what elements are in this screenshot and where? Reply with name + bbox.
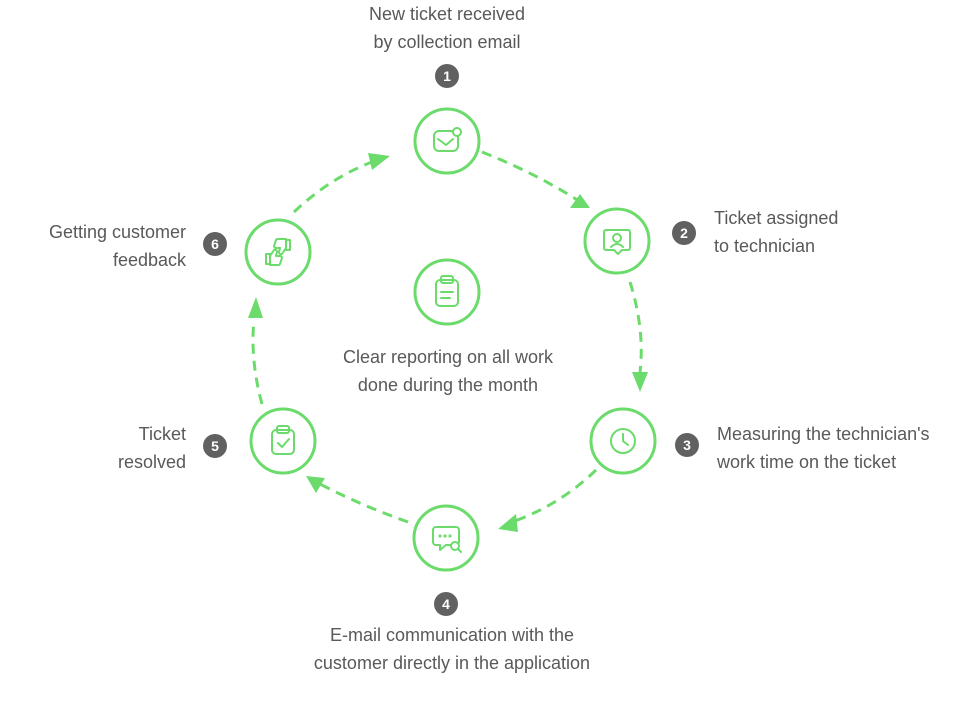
arrow-4-to-5 (306, 476, 325, 493)
step-2-label-line-2: to technician (714, 236, 816, 256)
thumbs-up-down-icon (265, 237, 291, 267)
step-5-label: Ticket resolved (40, 420, 186, 476)
arrow-1-to-2 (570, 194, 590, 208)
step-3-node (589, 407, 657, 475)
step-6-label: Getting customer feedback (6, 218, 186, 274)
step-5-badge: 5 (203, 434, 227, 458)
step-6-number: 6 (211, 236, 219, 252)
arc-3-to-4 (511, 468, 598, 524)
step-5-label-line-1: Ticket (138, 424, 186, 444)
step-4-label: E-mail communication with the customer d… (272, 621, 632, 677)
arc-1-to-2 (481, 150, 586, 207)
arrow-2-to-3 (632, 372, 648, 392)
step-3-label-line-2: work time on the ticket (717, 452, 897, 472)
step-5-node (249, 407, 317, 475)
step-1-node (413, 107, 481, 175)
clipboard-icon (435, 275, 459, 307)
step-1-label: New ticket received by collection email (297, 0, 597, 56)
clock-icon (610, 428, 636, 454)
center-node (413, 258, 481, 326)
arc-4-to-5 (319, 482, 409, 524)
step-2-label-line-1: Ticket assigned (714, 208, 839, 228)
center-caption: Clear reporting on all work done during … (318, 343, 578, 399)
step-6-node (244, 218, 312, 286)
step-4-label-line-1: E-mail communication with the (329, 625, 575, 645)
arc-2-to-3 (628, 281, 643, 373)
center-caption-line-1: Clear reporting on all work (342, 347, 554, 367)
connector-arcs (248, 150, 648, 532)
step-2-number: 2 (680, 225, 688, 241)
arc-5-to-6 (251, 319, 264, 405)
step-1-number: 1 (443, 68, 451, 84)
step-5-label-line-2: resolved (117, 452, 186, 472)
step-3-label: Measuring the technician's work time on … (717, 420, 930, 476)
step-3-label-line-1: Measuring the technician's (717, 424, 930, 444)
user-badge-icon (603, 229, 631, 255)
step-6-badge: 6 (203, 232, 227, 256)
step-2-label: Ticket assigned to technician (714, 204, 838, 260)
center-caption-line-2: done during the month (357, 375, 539, 395)
step-6-label-line-1: Getting customer (48, 222, 186, 242)
arc-6-to-1 (292, 160, 373, 214)
step-1-label-line-2: by collection email (373, 32, 521, 52)
step-4-number: 4 (442, 596, 450, 612)
clipboard-check-icon (271, 425, 295, 455)
arrow-6-to-1 (368, 153, 390, 170)
step-5-number: 5 (211, 438, 219, 454)
step-2-node (583, 207, 651, 275)
step-6-label-line-2: feedback (112, 250, 186, 270)
step-1-badge: 1 (435, 64, 459, 88)
step-3-number: 3 (683, 437, 691, 453)
chat-search-icon (432, 526, 462, 553)
step-4-badge: 4 (434, 592, 458, 616)
step-2-badge: 2 (672, 221, 696, 245)
arrow-3-to-4 (498, 514, 518, 532)
arrow-5-to-6 (248, 297, 263, 318)
step-4-node (412, 504, 480, 572)
mail-notification-icon (433, 127, 462, 152)
step-3-badge: 3 (675, 433, 699, 457)
step-4-label-line-2: customer directly in the application (313, 653, 591, 673)
step-1-label-line-1: New ticket received (368, 4, 526, 24)
